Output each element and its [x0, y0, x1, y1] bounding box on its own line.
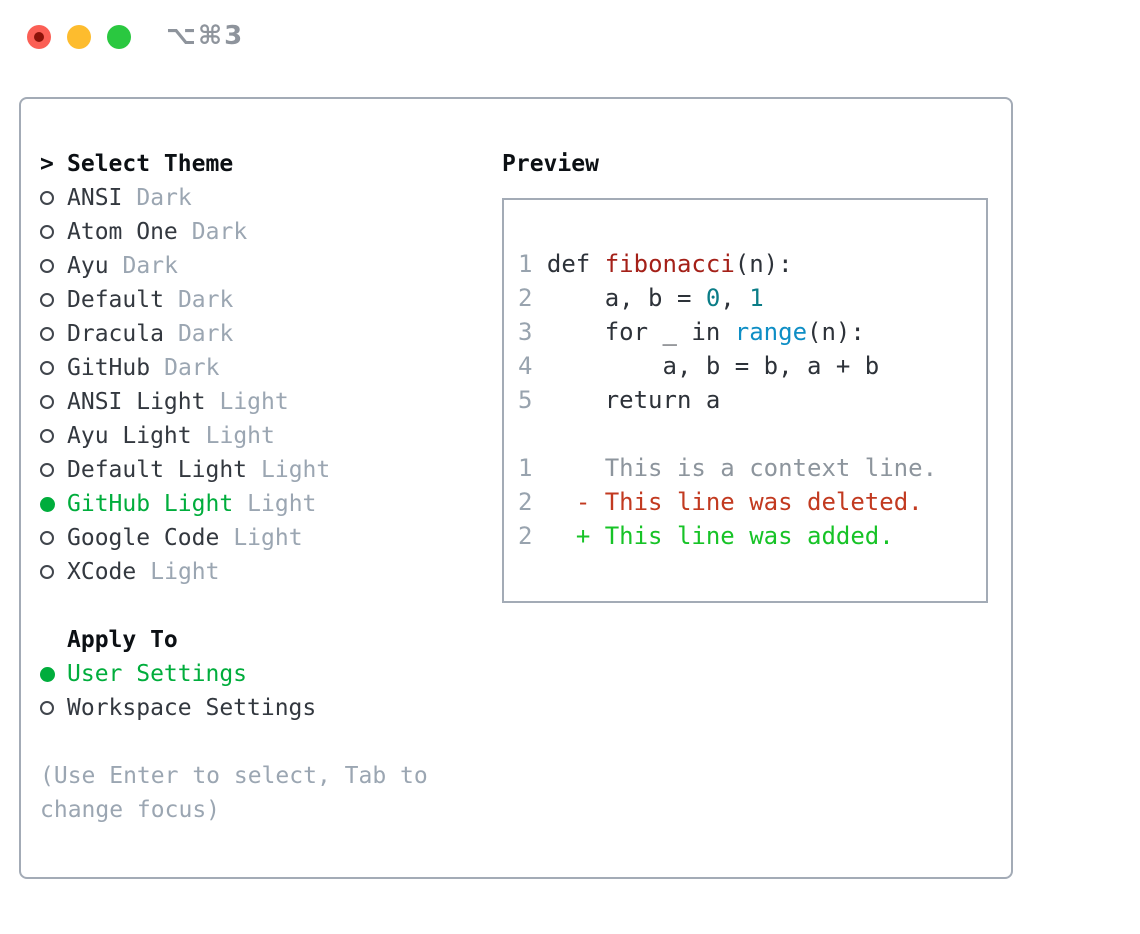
cursor-marker: > — [40, 151, 54, 177]
close-dot-icon — [34, 32, 44, 42]
preview-header: Preview — [502, 147, 1002, 181]
preview-title: Preview — [502, 151, 599, 177]
diff-line-context: 1 This is a context line. — [518, 454, 938, 482]
radio-selected-icon — [40, 496, 55, 512]
keyboard-hint-line-2: change focus) — [40, 797, 221, 823]
radio-icon — [40, 429, 54, 443]
minimize-button[interactable] — [67, 25, 91, 49]
keyboard-hint-line-1: (Use Enter to select, Tab to — [40, 763, 428, 789]
titlebar: ⌥⌘3 — [0, 0, 1140, 97]
spacer — [40, 589, 490, 623]
radio-icon — [40, 225, 54, 239]
apply-option-user-settings[interactable]: User Settings — [40, 657, 490, 691]
radio-icon — [40, 191, 54, 205]
apply-option-workspace-settings[interactable]: Workspace Settings — [40, 691, 490, 725]
apply-to-title: Apply To — [67, 627, 178, 653]
code-line-5: 5 return a — [518, 386, 721, 414]
select-theme-header: > Select Theme — [40, 147, 490, 181]
radio-icon — [40, 701, 54, 715]
window-title: ⌥⌘3 — [166, 21, 245, 51]
radio-icon — [40, 395, 54, 409]
radio-icon — [40, 293, 54, 307]
diff-line-deleted: 2 - This line was deleted. — [518, 488, 923, 516]
radio-icon — [40, 531, 54, 545]
radio-icon — [40, 565, 54, 579]
code-line-blank — [518, 417, 980, 451]
spacer — [40, 725, 490, 759]
radio-selected-icon — [40, 666, 55, 682]
apply-to-header: Apply To — [40, 623, 490, 657]
preview-box: 1 def fibonacci(n): 2 a, b = 0, 1 3 for … — [502, 198, 988, 603]
select-theme-title: Select Theme — [67, 151, 234, 177]
preview-section: Preview 1 def fibonacci(n): 2 a, b = 0, … — [502, 147, 1002, 603]
radio-icon — [40, 327, 54, 341]
close-button[interactable] — [27, 25, 51, 49]
radio-icon — [40, 463, 54, 477]
code-line-4: 4 a, b = b, a + b — [518, 352, 880, 380]
code-line-1: 1 def fibonacci(n): — [518, 250, 793, 278]
code-line-3: 3 for _ in range(n): — [518, 318, 865, 346]
radio-icon — [40, 259, 54, 273]
code-line-2: 2 a, b = 0, 1 — [518, 284, 764, 312]
diff-line-added: 2 + This line was added. — [518, 522, 894, 550]
window-controls — [27, 25, 147, 49]
radio-icon — [40, 361, 54, 375]
zoom-button[interactable] — [107, 25, 131, 49]
